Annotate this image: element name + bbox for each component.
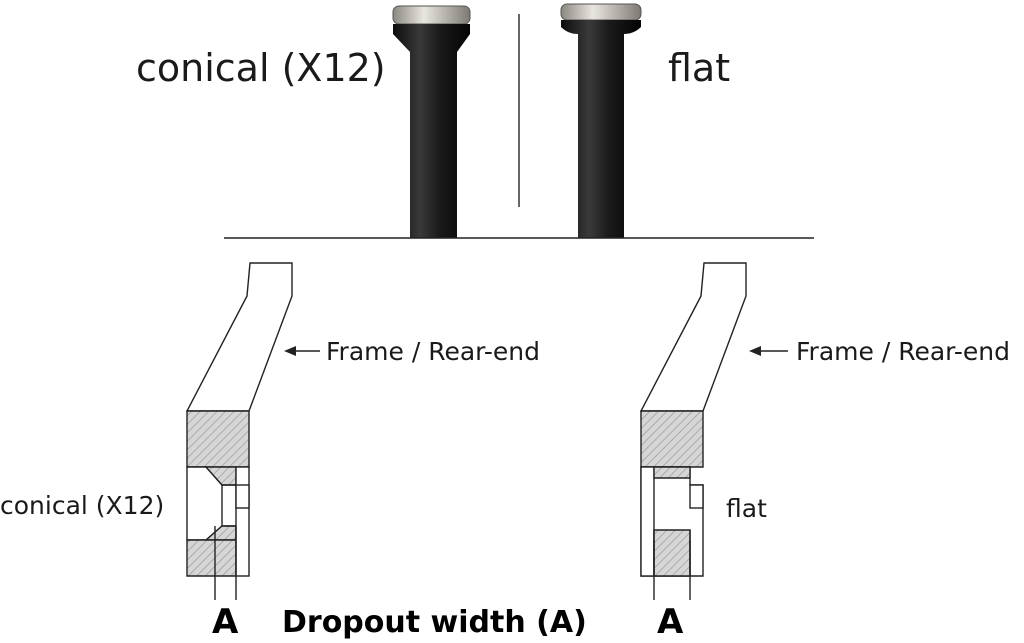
flat-dropout-drawing [639, 262, 747, 600]
right-side-label: flat [726, 494, 767, 523]
conical-axle-illustration [392, 5, 471, 238]
top-left-label: conical (X12) [136, 46, 386, 90]
conical-dropout-drawing [185, 262, 293, 600]
right-frame-arrow [749, 346, 788, 356]
top-right-label: flat [668, 46, 730, 90]
right-frame-label: Frame / Rear-end [796, 337, 1010, 366]
flat-axle-illustration [560, 3, 642, 238]
left-frame-arrow [284, 346, 320, 356]
left-frame-label: Frame / Rear-end [326, 337, 540, 366]
left-side-label: conical (X12) [0, 491, 164, 520]
caption-dropout-width: Dropout width (A) [282, 605, 587, 640]
left-dimension-letter: A [212, 602, 239, 642]
right-dimension-letter: A [657, 602, 684, 642]
